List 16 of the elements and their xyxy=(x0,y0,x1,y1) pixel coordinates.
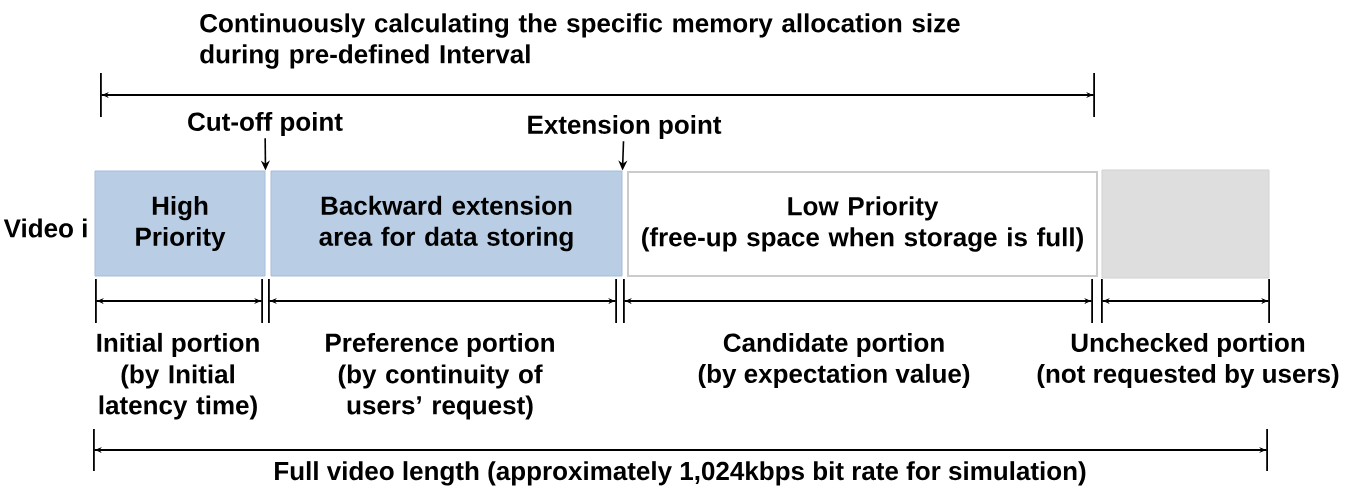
portion-label: Initial portion xyxy=(97,332,259,358)
portion-label: Preference portion xyxy=(326,332,554,358)
segment-box: High Priority xyxy=(94,170,266,277)
segment-box xyxy=(1101,169,1270,279)
portion-label: Candidate portion xyxy=(723,332,944,358)
interval-label: Continuously calculating the specific memory allocation size during pre-defined Interval xyxy=(200,13,960,69)
length-label: Full video length (approximately 1,024kbps bit rate for simulation) xyxy=(275,461,1086,486)
portion-note: (by expectation value) xyxy=(698,363,970,389)
point-label: Extension point xyxy=(528,114,722,140)
segment-box: Low Priority (free-up space when storage is full) xyxy=(627,171,1098,277)
portion-note: (not requested by users) xyxy=(1037,363,1339,389)
portion-note: (by continuity of users’ request) xyxy=(338,364,543,420)
point-label: Cut-off point xyxy=(188,111,343,137)
segment-box: Backward extension area for data storing xyxy=(270,170,623,277)
portion-label: Unchecked portion xyxy=(1071,332,1305,358)
portion-note: (by Initial latency time) xyxy=(99,364,257,420)
